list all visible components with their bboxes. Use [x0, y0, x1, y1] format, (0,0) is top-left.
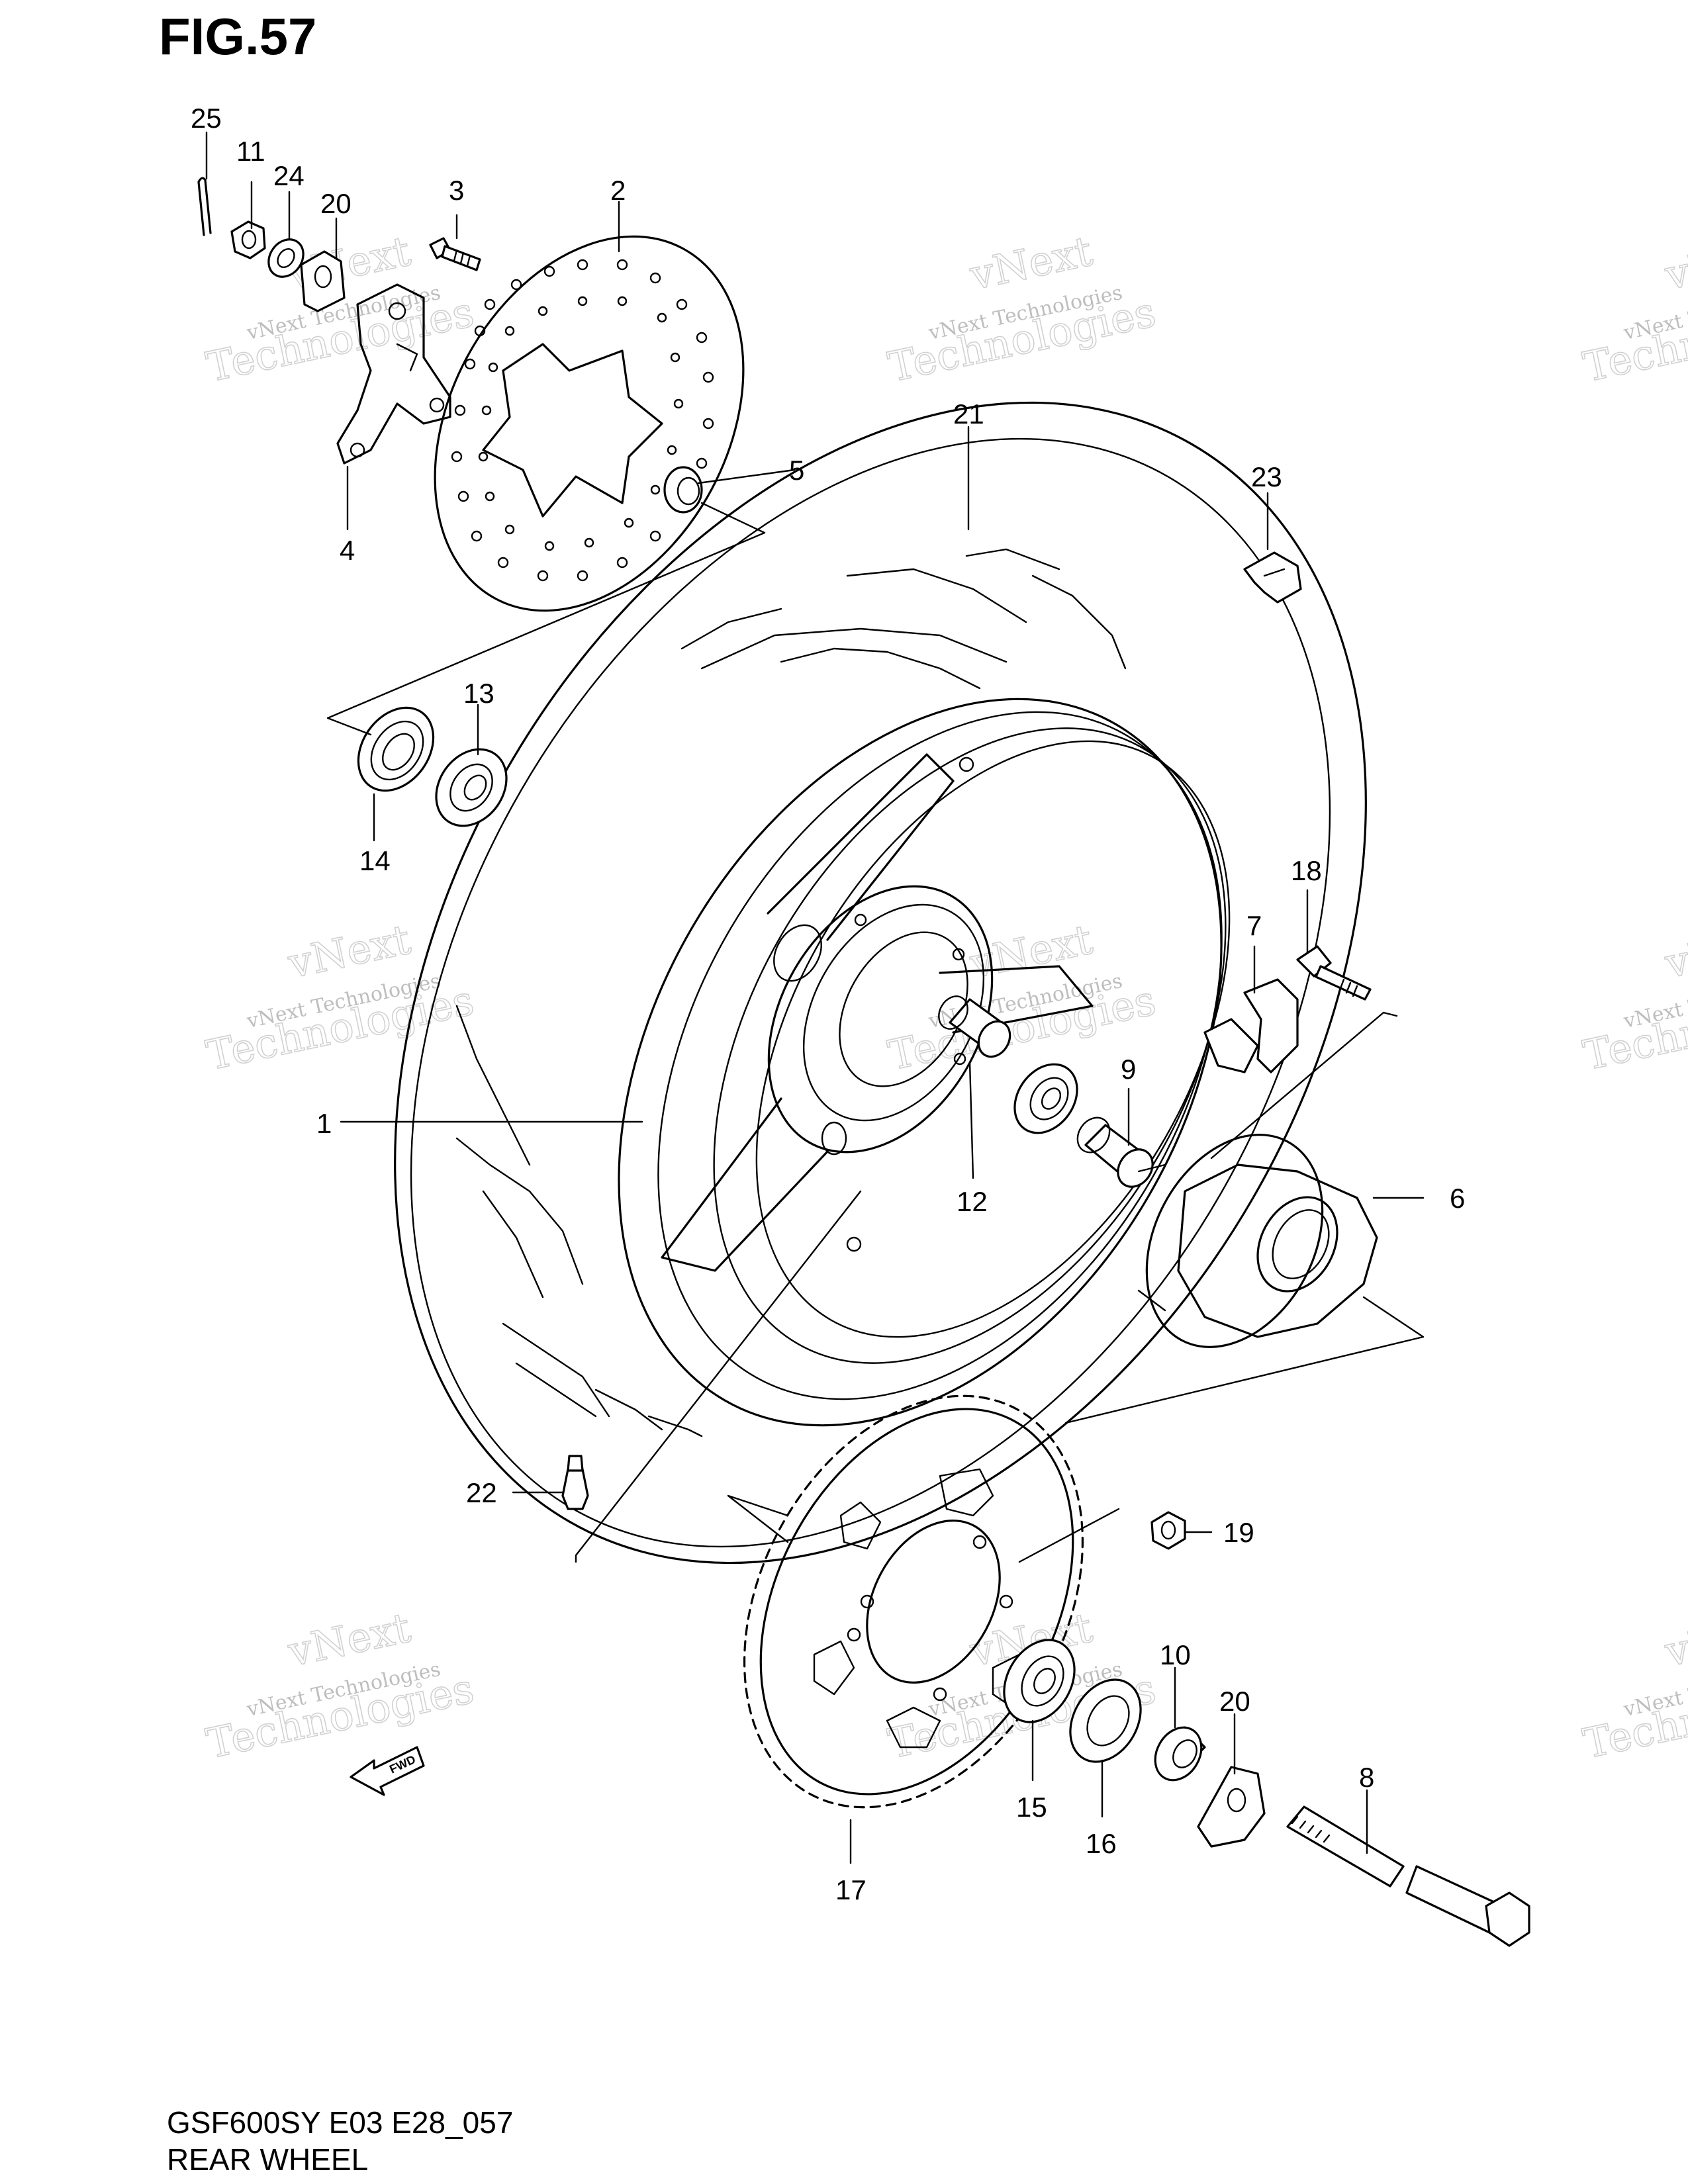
fwd-arrow-icon: FWD [350, 1746, 425, 1796]
sprocket-carrier-icon [1137, 1134, 1378, 1348]
callout-label: 8 [1359, 1762, 1374, 1793]
callout-label: 17 [835, 1874, 867, 1905]
watermark-brand: vNext [1660, 226, 1688, 299]
callout-label: 25 [191, 103, 222, 134]
callout-label: 4 [340, 535, 355, 566]
washer-plate-icon [1197, 1766, 1266, 1848]
callout-label: 14 [359, 845, 391, 876]
callout-label: 24 [273, 160, 305, 191]
watermark-company: Technologies [1579, 1664, 1688, 1768]
watermark: vNext Technologies vNext Technologies [884, 226, 1160, 392]
spacer-icon [1154, 1726, 1206, 1782]
oil-seal-icon [357, 706, 435, 792]
callout-label: 2 [610, 175, 626, 206]
bolt-icon [429, 237, 481, 271]
oil-seal-icon [1069, 1678, 1142, 1763]
watermark: vNext Technologies vNext Technologies [1579, 1603, 1688, 1768]
washer-plate-icon [300, 250, 346, 312]
figure-title: FIG.57 [159, 7, 317, 66]
callout-label: 19 [1223, 1517, 1254, 1548]
watermark: vNext Technologies vNext Technologies [884, 915, 1160, 1080]
nut-icon [1150, 1511, 1186, 1550]
model-code: GSF600SY E03 E28_057 [167, 2105, 514, 2140]
watermark-group: vNext Technologies vNext Technologies vN… [202, 226, 1688, 1768]
callout-labels: 25 11 24 20 3 2 5 4 21 23 13 14 1 18 7 9… [191, 103, 1465, 1905]
watermark: vNext Technologies vNext Technologies [1579, 915, 1688, 1080]
bearing-spacer-icon [938, 995, 1011, 1058]
callout-label: 13 [463, 678, 494, 709]
callout-label: 21 [953, 398, 984, 430]
watermark-company: Technologies [1579, 288, 1688, 392]
callout-label: 10 [1160, 1639, 1191, 1670]
sprocket-icon [743, 1394, 1084, 1809]
callout-label: 11 [236, 136, 265, 167]
callout-label: 12 [957, 1186, 988, 1217]
spacer-icon [663, 466, 703, 514]
section-name: REAR WHEEL [167, 2142, 369, 2177]
callout-label: 18 [1291, 855, 1322, 886]
callout-label: 3 [449, 175, 464, 206]
cotter-pin-icon [197, 177, 212, 236]
brake-disc-icon [434, 235, 745, 612]
spacer-icon [1076, 1116, 1154, 1188]
watermark-company: Technologies [1579, 976, 1688, 1080]
valve-icon [561, 1455, 589, 1510]
washer-icon [267, 238, 305, 278]
callout-label: 22 [466, 1477, 497, 1508]
callout-label: 1 [316, 1108, 332, 1139]
watermark: vNext Technologies vNext Technologies [202, 1603, 479, 1768]
callout-label: 15 [1016, 1792, 1047, 1823]
callout-label: 16 [1086, 1828, 1117, 1859]
rim-icon [618, 698, 1231, 1427]
watermark-brand: vNext [283, 915, 414, 987]
callout-label: 9 [1121, 1054, 1136, 1085]
bolt-icon [1296, 945, 1372, 1001]
watermark-brand: vNext [1660, 1603, 1688, 1676]
watermark-brand: vNext [965, 226, 1096, 299]
callout-label: 23 [1251, 461, 1282, 492]
callout-label: 7 [1246, 910, 1262, 941]
watermark-brand: vNext [1660, 915, 1688, 987]
callout-label: 5 [789, 455, 804, 486]
callout-label: 20 [320, 188, 352, 219]
callout-label: 6 [1450, 1183, 1465, 1214]
callout-label: 20 [1219, 1686, 1250, 1717]
watermark-brand: vNext [283, 1603, 414, 1676]
bearing-icon [1013, 1063, 1078, 1134]
watermark-brand: vNext [965, 915, 1096, 987]
axle-icon [1286, 1805, 1530, 1947]
leader-lines [205, 131, 1425, 1864]
clip-icon [1243, 551, 1302, 604]
bearing-icon [1003, 1639, 1076, 1723]
bearing-icon [435, 748, 508, 827]
nut-icon [230, 220, 266, 259]
caliper-bracket-icon [336, 283, 451, 465]
watermark: vNext Technologies vNext Technologies [1579, 226, 1688, 392]
chain-adjuster-icon [1203, 978, 1299, 1073]
